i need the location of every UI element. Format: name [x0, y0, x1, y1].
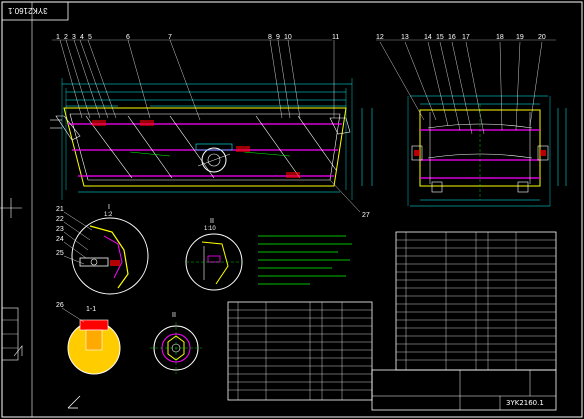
callout-7[interactable]: 7: [168, 34, 172, 41]
callout-5[interactable]: 5: [88, 34, 92, 41]
section-1-1: [61, 307, 121, 375]
callout-1[interactable]: 1: [56, 34, 60, 41]
side-view: [376, 39, 567, 207]
callout-19[interactable]: 19: [516, 34, 524, 41]
title-block-drawing-number: 3YK2160.1: [506, 399, 544, 407]
callout-15[interactable]: 15: [436, 34, 444, 41]
corner-drawing-number: 3YK2160.1: [8, 6, 48, 15]
callout-27[interactable]: 27: [362, 212, 370, 219]
callout-12[interactable]: 12: [376, 34, 384, 41]
ucs-icon: [67, 395, 81, 409]
callout-18[interactable]: 18: [496, 34, 504, 41]
callout-22[interactable]: 22: [56, 216, 64, 223]
callout-2[interactable]: 2: [64, 34, 68, 41]
technical-notes: [258, 235, 352, 285]
callout-4[interactable]: 4: [80, 34, 84, 41]
callout-24[interactable]: 24: [56, 236, 64, 243]
front-view: [50, 39, 373, 200]
detail-i-label: I: [108, 204, 110, 211]
cad-crosshair-cursor: [0, 198, 23, 357]
detail-i: [63, 211, 149, 295]
corner-number-box: [1, 1, 69, 21]
callout-10[interactable]: 10: [284, 34, 292, 41]
detail-ii-label: II: [210, 218, 214, 225]
detail-ii-scale: 1:10: [204, 226, 216, 232]
parts-list-right: [395, 231, 557, 371]
title-block: [371, 369, 557, 411]
callout-17[interactable]: 17: [462, 34, 470, 41]
section-ii: [150, 322, 202, 374]
callout-11[interactable]: 11: [332, 34, 340, 41]
callout-6[interactable]: 6: [126, 34, 130, 41]
detail-ii: [185, 233, 243, 291]
callout-9[interactable]: 9: [276, 34, 280, 41]
callout-20[interactable]: 20: [538, 34, 546, 41]
callout-26[interactable]: 26: [56, 302, 64, 309]
detail-i-scale: 1:2: [104, 212, 113, 218]
callout-14[interactable]: 14: [424, 34, 432, 41]
parts-list-left: [227, 301, 373, 401]
callout-25[interactable]: 25: [56, 250, 64, 257]
revision-table: [1, 307, 19, 361]
callout-13[interactable]: 13: [401, 34, 409, 41]
callout-3[interactable]: 3: [72, 34, 76, 41]
section-ii-label: II: [172, 312, 176, 319]
callout-16[interactable]: 16: [448, 34, 456, 41]
section-1-1-label: 1-1: [86, 306, 97, 313]
callout-21[interactable]: 21: [56, 206, 64, 213]
callout-23[interactable]: 23: [56, 226, 64, 233]
callout-8[interactable]: 8: [268, 34, 272, 41]
